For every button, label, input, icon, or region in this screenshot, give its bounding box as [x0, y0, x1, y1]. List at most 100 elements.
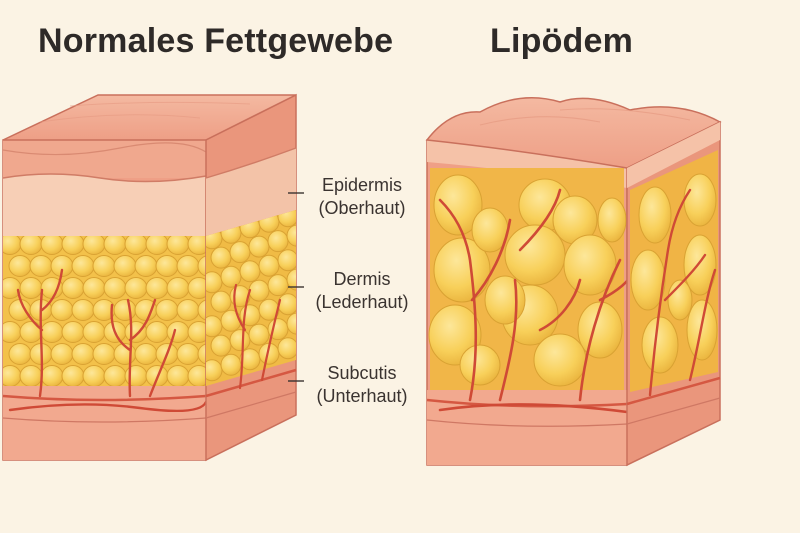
- fat-cell: [248, 323, 270, 346]
- fat-cell: [19, 365, 43, 386]
- fat-cell: [210, 334, 232, 357]
- fat-cell: [40, 236, 64, 255]
- fat-cell: [3, 236, 22, 255]
- fat-cell: [113, 299, 137, 321]
- fat-cell: [166, 236, 190, 255]
- fat-cell: [220, 309, 242, 332]
- fat-cell: [71, 343, 95, 365]
- fat-cell: [277, 293, 296, 316]
- fat-cell: [277, 337, 296, 360]
- fat-cell: [187, 365, 206, 386]
- label-dermis: Dermis (Lederhaut): [312, 268, 412, 314]
- enlarged-fat-cell: [638, 186, 672, 244]
- fat-cell: [61, 365, 85, 386]
- fat-cell: [19, 277, 43, 299]
- fat-cell: [61, 236, 85, 255]
- fat-cell: [286, 312, 296, 335]
- fat-cell: [92, 255, 116, 277]
- enlarged-fat-cell: [484, 275, 526, 325]
- fat-cell: [267, 230, 289, 253]
- fat-cell: [187, 321, 206, 343]
- label-leader-lines: [288, 192, 304, 382]
- fat-cell: [103, 277, 127, 299]
- label-subcutis-sub: (Unterhaut): [316, 386, 408, 406]
- fat-cell: [50, 299, 74, 321]
- fat-cell: [267, 274, 289, 297]
- fat-cell: [166, 277, 190, 299]
- fat-cell: [124, 277, 148, 299]
- fat-cell: [197, 255, 206, 277]
- normal-blood-vessels: [8, 268, 208, 413]
- fat-cell: [220, 353, 242, 376]
- fat-cell: [145, 236, 169, 255]
- fat-cell: [92, 343, 116, 365]
- fat-cell: [145, 277, 169, 299]
- label-subcutis: Subcutis (Unterhaut): [312, 362, 412, 408]
- fat-cell: [286, 224, 296, 247]
- fat-cell: [61, 321, 85, 343]
- fat-cell: [166, 321, 190, 343]
- fat-cell: [71, 299, 95, 321]
- fat-cell: [220, 265, 242, 288]
- fat-cell: [8, 343, 32, 365]
- fat-cell: [124, 236, 148, 255]
- label-epidermis-sub: (Oberhaut): [318, 198, 406, 218]
- fat-cell: [113, 255, 137, 277]
- fat-cell: [258, 254, 280, 277]
- fat-cell: [40, 321, 64, 343]
- lipedema-tissue-block: [425, 97, 722, 467]
- fat-cell: [248, 279, 270, 302]
- fat-cell: [187, 277, 206, 299]
- fat-cell: [176, 299, 200, 321]
- lipedema-side-fat-cells: [630, 173, 718, 374]
- fat-cell: [166, 365, 190, 386]
- fat-cell: [50, 343, 74, 365]
- fat-cell: [19, 236, 43, 255]
- fat-cell: [248, 235, 270, 258]
- fat-cell: [82, 236, 106, 255]
- fat-cell: [134, 255, 158, 277]
- enlarged-fat-cell: [433, 237, 491, 303]
- fat-cell: [277, 249, 296, 272]
- fat-cell: [82, 277, 106, 299]
- lipedema-blood-vessels: [438, 188, 637, 414]
- fat-cell: [239, 260, 261, 283]
- title-lipedema: Lipödem: [490, 22, 634, 60]
- fat-cell: [187, 236, 206, 255]
- fat-cell: [82, 321, 106, 343]
- enlarged-fat-cell: [641, 316, 679, 374]
- fat-cell: [3, 321, 22, 343]
- fat-cell: [176, 255, 200, 277]
- fat-cell: [145, 321, 169, 343]
- enlarged-fat-cell: [597, 197, 627, 243]
- fat-cell: [134, 343, 158, 365]
- enlarged-fat-cell: [683, 173, 717, 227]
- fat-cell: [197, 343, 206, 365]
- lipedema-fat-cells: [428, 174, 627, 387]
- fat-cell: [197, 299, 206, 321]
- fat-cell: [71, 255, 95, 277]
- label-epidermis: Epidermis (Oberhaut): [312, 174, 412, 220]
- fat-cell: [103, 236, 127, 255]
- normal-side-fat-cells: [206, 210, 296, 382]
- enlarged-fat-cell: [563, 234, 617, 296]
- fat-cell: [19, 321, 43, 343]
- fat-cell: [8, 299, 32, 321]
- fat-cell: [176, 343, 200, 365]
- fat-cell: [8, 255, 32, 277]
- enlarged-fat-cell: [630, 249, 666, 311]
- fat-cell: [210, 246, 232, 269]
- normal-tissue-block: [2, 93, 304, 462]
- label-dermis-sub: (Lederhaut): [315, 292, 409, 312]
- label-dermis-name: Dermis: [333, 269, 391, 289]
- fat-cell: [286, 268, 296, 291]
- fat-cell: [229, 241, 251, 264]
- fat-cell: [61, 277, 85, 299]
- enlarged-fat-cell: [433, 174, 483, 236]
- label-subcutis-name: Subcutis: [327, 363, 397, 383]
- fat-cell: [103, 365, 127, 386]
- fat-cell: [229, 329, 251, 352]
- title-normal-fat-tissue: Normales Fettgewebe: [38, 22, 394, 60]
- fat-cell: [40, 365, 64, 386]
